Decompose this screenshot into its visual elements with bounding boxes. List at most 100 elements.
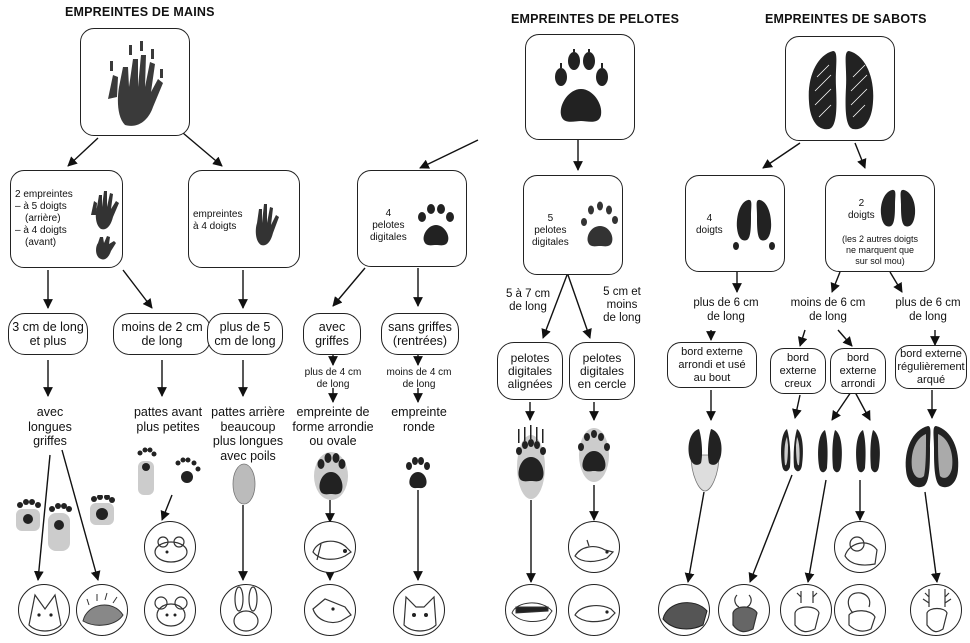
animal-circle-rat (144, 584, 196, 636)
fox-icon (28, 593, 62, 632)
text-line: pelotes (534, 225, 567, 236)
text-line: bord (786, 351, 810, 364)
hand-print-icon (108, 41, 163, 126)
text-line: longues (28, 419, 72, 434)
text-line: et plus (29, 334, 67, 348)
text-line: arrondi et usé (678, 358, 746, 371)
animal-circle-wildcat (393, 584, 445, 636)
header-mains: EMPREINTES DE MAINS (65, 5, 215, 19)
otter-icon (574, 605, 616, 623)
deer-hoof-print-icon (905, 426, 959, 488)
roe-deer-icon (794, 591, 820, 633)
text-line: moins de 2 cm (121, 319, 203, 334)
label-sabot-plus-6cm: plus de 6 cm de long (686, 296, 766, 324)
text-line: bord (846, 351, 870, 364)
text-line: pelotes (372, 220, 405, 231)
text-line: forme arrondie (292, 419, 374, 434)
wolf-icon (312, 598, 352, 624)
text-line: 4 (385, 208, 392, 219)
text-line: de long (707, 311, 745, 323)
text-line: moins de 6 cm (790, 297, 866, 309)
text-line: digitales (532, 237, 569, 248)
ibex-icon (847, 592, 876, 632)
animal-circle-ibex (834, 584, 886, 636)
text-line: de long (809, 311, 847, 323)
text-line: griffes (33, 434, 67, 448)
small-paw-prints-icon (137, 447, 201, 495)
pill-plus-5cm: plus de 5 cm de long (207, 313, 283, 355)
animal-circle-mouse (144, 521, 196, 573)
boar-icon (662, 602, 708, 630)
animal-circle-dog (304, 521, 356, 573)
animal-circle-hare (220, 584, 272, 636)
five-pad-print-icon (581, 201, 618, 247)
wildcat-icon (403, 595, 437, 632)
text-line: doigts (696, 225, 723, 236)
text-line: digitales (579, 363, 625, 378)
text-line: en cercle (577, 376, 627, 391)
round-paw-print-icon (406, 457, 430, 489)
text-line: plus de 4 cm (304, 367, 362, 378)
chamois-hoof-print-icon (781, 429, 803, 472)
text-line: plus de 6 cm (693, 297, 759, 309)
oval-paw-print-icon (314, 452, 348, 500)
text-line: bord externe (681, 345, 743, 358)
chamois-icon (732, 594, 758, 633)
animal-circle-hedgehog (76, 584, 128, 636)
text-line: empreinte (391, 405, 447, 419)
box-5-pelotes: 5 pelotes digitales (523, 175, 623, 275)
text-line: 5 à 7 cm (505, 288, 551, 300)
text-line: avec poils (220, 448, 276, 463)
text-line: 2 empreintes (15, 189, 73, 200)
text-line: creux (784, 377, 812, 390)
text-line: plus longues (212, 434, 284, 448)
hare-icon (233, 586, 259, 632)
text-line: arqué (916, 373, 946, 386)
text-line: au bout (693, 371, 731, 384)
text-line: digitales (370, 232, 407, 243)
pill-arrondi-use: bord externe arrondi et usé au bout (667, 342, 757, 388)
text-line: 5 cm et (603, 286, 641, 298)
pill-externe-arrondi: bord externe arrondi (830, 348, 886, 394)
text-line: ou ovale (309, 434, 357, 448)
text-line: pattes avant (133, 405, 203, 419)
text-line: empreinte de (296, 405, 370, 419)
animal-circle-badger (505, 584, 557, 636)
hairy-hind-print-icon (232, 463, 256, 505)
animal-circle-mouflon (834, 521, 886, 573)
text-line: pelotes (582, 350, 622, 365)
text-line: 2 (858, 198, 865, 209)
four-finger-print-icon (255, 204, 279, 246)
text-line: plus de 6 cm (895, 297, 961, 309)
roe-mouflon-hoof-prints-icon (818, 430, 880, 473)
text-line: (avant) (25, 237, 57, 248)
animal-circle-otter (568, 584, 620, 636)
text-line: de long (909, 311, 947, 323)
small-hand-prints-icon (91, 191, 119, 260)
label-sabot-plus-6cm-b: plus de 6 cm de long (888, 296, 968, 324)
text-line: doigts (848, 210, 875, 221)
red-deer-icon (922, 589, 952, 633)
header-pelotes: EMPREINTES DE PELOTES (511, 12, 680, 26)
text-line: moins de 4 cm (386, 367, 452, 378)
hoof-print-box (785, 36, 895, 141)
pill-3cm-plus: 3 cm de long et plus (8, 313, 88, 355)
text-line: bord externe (900, 347, 962, 360)
four-pad-print-icon (418, 204, 454, 246)
pill-en-cercle: pelotes digitales en cercle (569, 342, 635, 400)
hoof-print-icon (808, 51, 874, 130)
text-line: 4 (706, 213, 713, 224)
two-toe-hoof-icon (880, 189, 916, 227)
pill-externe-creux: bord externe creux (770, 348, 826, 394)
pill-sans-griffes: sans griffes (rentrées) (381, 313, 459, 355)
desc-pattes-arriere: pattes arrière beaucoup plus longues ave… (205, 405, 291, 463)
hedgehog-icon (82, 592, 124, 626)
mouflon-icon (844, 536, 878, 566)
label-sabot-moins-6cm: moins de 6 cm de long (786, 296, 870, 324)
header-sabots: EMPREINTES DE SABOTS (765, 12, 927, 26)
text-line: pelotes (510, 350, 550, 365)
text-line: arrondi (840, 377, 876, 390)
text-line: ne marquent que (845, 245, 915, 255)
desc-empreinte-ronde: empreinte ronde (388, 405, 450, 434)
